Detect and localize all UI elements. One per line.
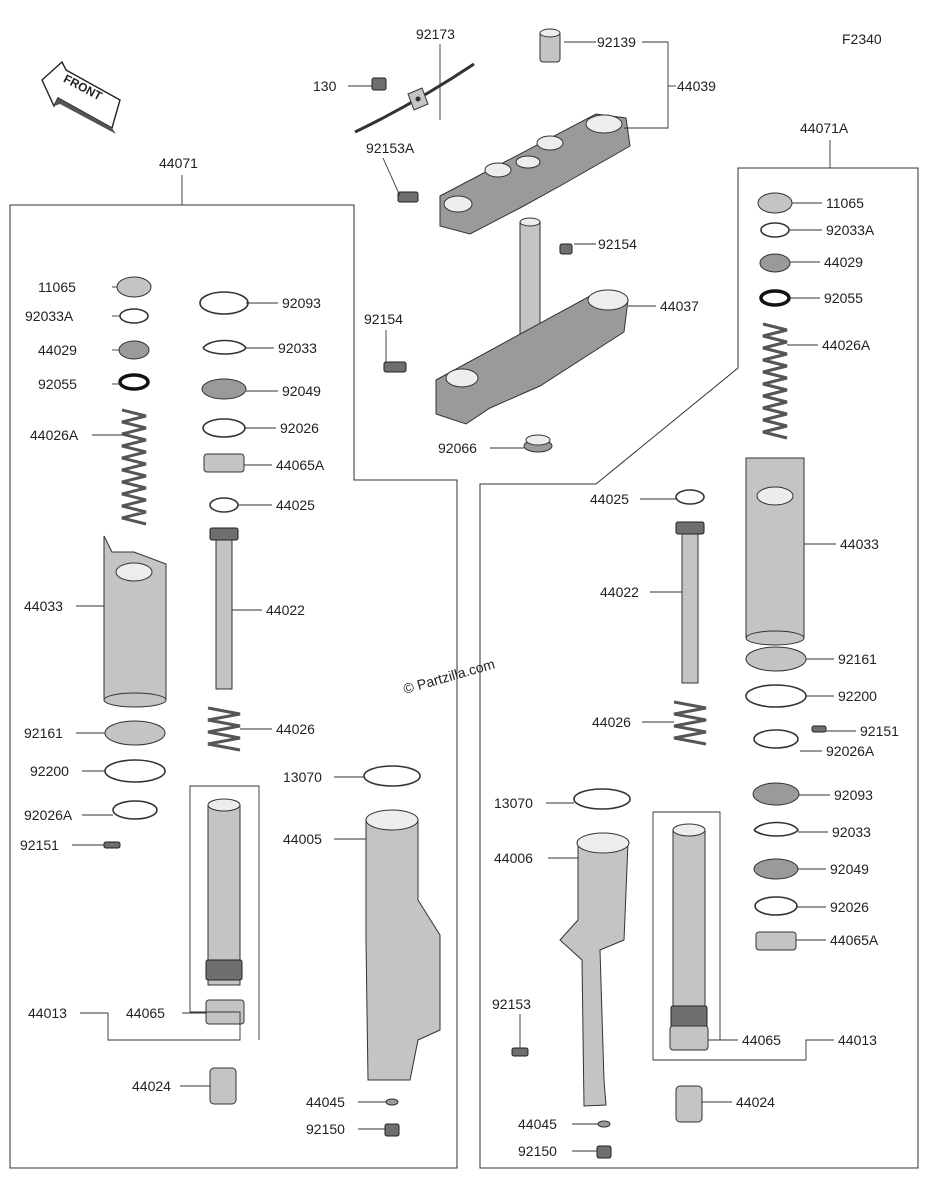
label-44037: 44037 (660, 298, 699, 314)
left-label-44045: 44045 (306, 1094, 345, 1110)
seal-92066 (523, 434, 553, 453)
label-44071: 44071 (159, 155, 198, 171)
right-label-92033A: 92033A (826, 222, 875, 238)
right-label-92026: 92026 (830, 899, 869, 915)
right-inner-tube-44013 (670, 823, 708, 1031)
right-label-92033: 92033 (832, 824, 871, 840)
left-label-92161: 92161 (24, 725, 63, 741)
right-label-44025: 44025 (590, 491, 629, 507)
left-label-44029: 44029 (38, 342, 77, 358)
right-bottom-case-44006 (559, 832, 630, 1107)
left-bottom-case-44005 (365, 809, 441, 1081)
left-fork-frame (9, 204, 458, 1169)
left-label-44065: 44065 (126, 1005, 165, 1021)
watermark: © Partzilla.com (401, 655, 496, 696)
label-92154-upper: 92154 (598, 236, 637, 252)
left-label-92151: 92151 (20, 837, 59, 853)
right-parts (511, 192, 827, 1159)
right-label-13070: 13070 (494, 795, 533, 811)
label-44071A: 44071A (800, 120, 849, 136)
label-92066: 92066 (438, 440, 477, 456)
left-label-44013: 44013 (28, 1005, 67, 1021)
left-label-92049: 92049 (282, 383, 321, 399)
label-92154-lower: 92154 (364, 311, 403, 327)
right-outer-tube-44033 (745, 457, 805, 646)
stem-44037 (383, 217, 629, 425)
left-label-44033: 44033 (24, 598, 63, 614)
right-label-92049: 92049 (830, 861, 869, 877)
right-label-92153: 92153 (492, 996, 531, 1012)
right-label-92093: 92093 (834, 787, 873, 803)
label-92173: 92173 (416, 26, 455, 42)
left-label-92093: 92093 (282, 295, 321, 311)
right-label-44024: 44024 (736, 1094, 775, 1110)
right-label-92200: 92200 (838, 688, 877, 704)
top-cable-92173 (354, 62, 475, 134)
left-label-13070: 13070 (283, 769, 322, 785)
right-label-44026A: 44026A (822, 337, 871, 353)
left-label-92150: 92150 (306, 1121, 345, 1137)
label-44039: 44039 (677, 78, 716, 94)
right-label-92150: 92150 (518, 1143, 557, 1159)
front-arrow-icon: FRONT (41, 60, 121, 134)
label-92139: 92139 (597, 34, 636, 50)
left-label-44022: 44022 (266, 602, 305, 618)
right-label-44006: 44006 (494, 850, 533, 866)
label-130: 130 (313, 78, 337, 94)
left-label-92055: 92055 (38, 376, 77, 392)
right-label-44045: 44045 (518, 1116, 557, 1132)
right-label-44026: 44026 (592, 714, 631, 730)
label-92153A: 92153A (366, 140, 415, 156)
right-label-44065A: 44065A (830, 932, 879, 948)
right-label-11065: 11065 (826, 195, 864, 211)
left-inner-tube-44013 (205, 798, 243, 986)
right-label-44022: 44022 (600, 584, 639, 600)
right-label-44033: 44033 (840, 536, 879, 552)
left-label-92200: 92200 (30, 763, 69, 779)
left-label-44065A: 44065A (276, 457, 325, 473)
right-label-44029: 44029 (824, 254, 863, 270)
right-label-44013: 44013 (838, 1032, 877, 1048)
right-label-44065: 44065 (742, 1032, 781, 1048)
cap-92139 (539, 28, 561, 63)
leader-lines (72, 41, 856, 1152)
right-label-92151: 92151 (860, 723, 899, 739)
left-label-11065: 11065 (38, 279, 76, 295)
right-label-92055: 92055 (824, 290, 863, 306)
left-label-92026: 92026 (280, 420, 319, 436)
upper-triple-clamp-44039 (397, 113, 631, 235)
left-label-44026: 44026 (276, 721, 315, 737)
left-label-44026A: 44026A (30, 427, 79, 443)
left-label-92033: 92033 (278, 340, 317, 356)
left-outer-tube-44033 (103, 535, 167, 708)
left-label-44025: 44025 (276, 497, 315, 513)
left-label-44024: 44024 (132, 1078, 171, 1094)
left-label-44005: 44005 (283, 831, 322, 847)
left-label-92033A: 92033A (25, 308, 74, 324)
right-fork-frame (479, 167, 919, 1169)
right-label-92161: 92161 (838, 651, 877, 667)
left-label-92026A: 92026A (24, 807, 73, 823)
diagram-code: F2340 (842, 31, 882, 47)
right-label-92026A: 92026A (826, 743, 875, 759)
